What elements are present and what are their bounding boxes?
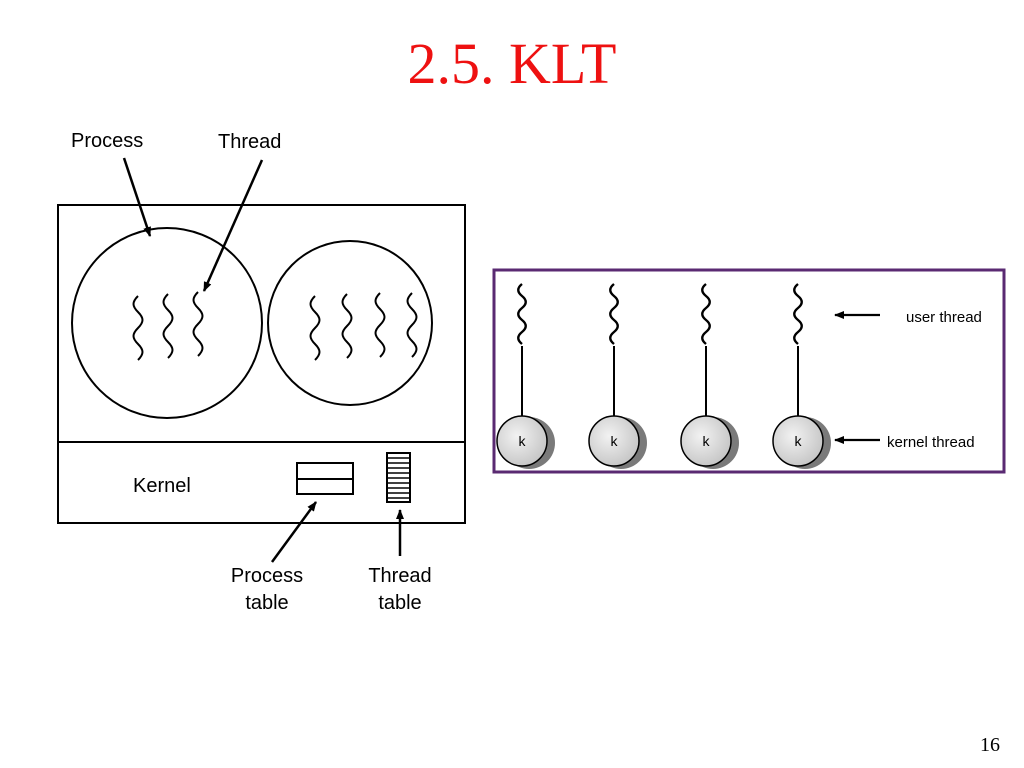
thread-squiggle: [309, 295, 321, 361]
kernel-node-label: k: [519, 433, 527, 449]
thread-squiggle: [374, 292, 386, 358]
kernel-thread-node: [680, 415, 732, 467]
kernel-thread-label: kernel thread: [887, 434, 975, 451]
kernel-thread-node: [496, 415, 548, 467]
process-label: Process: [71, 130, 143, 152]
process-arrow: [122, 157, 152, 237]
process-circle-1: [71, 227, 263, 419]
thread-table-icon: [386, 452, 411, 503]
thread-arrow: [202, 159, 264, 292]
process-table-label-line2: table: [245, 592, 288, 614]
model-frame: [492, 268, 1006, 474]
thread-squiggle: [406, 292, 418, 358]
process-table-icon: [296, 462, 354, 495]
kernel-label: Kernel: [133, 475, 191, 497]
thread-squiggle: [162, 293, 174, 359]
slide-title: 2.5. KLT: [407, 31, 617, 96]
thread-label: Thread: [218, 131, 281, 153]
kernel-node-label: k: [611, 433, 619, 449]
thread-squiggle: [192, 291, 204, 357]
user-thread-label: user thread: [906, 309, 982, 326]
thread-squiggle: [132, 295, 144, 361]
process-thread-diagram: Process Thread Kernel Process table Thre…: [57, 130, 466, 614]
kernel-thread-node: [772, 415, 824, 467]
one-to-one-model-diagram: k k k k user thread kernel thread: [492, 268, 1006, 474]
thread-table-label-line1: Thread: [368, 565, 431, 587]
process-table-arrow: [270, 501, 318, 563]
slide-number: 16: [980, 734, 1000, 756]
thread-squiggle: [341, 293, 353, 359]
kernel-node-label: k: [703, 433, 711, 449]
process-circle-2: [267, 240, 433, 406]
thread-table-label-line2: table: [378, 592, 421, 614]
process-table-label-line1: Process: [231, 565, 303, 587]
system-box: [57, 204, 466, 524]
kernel-node-label: k: [795, 433, 803, 449]
kernel-thread-node: [588, 415, 640, 467]
